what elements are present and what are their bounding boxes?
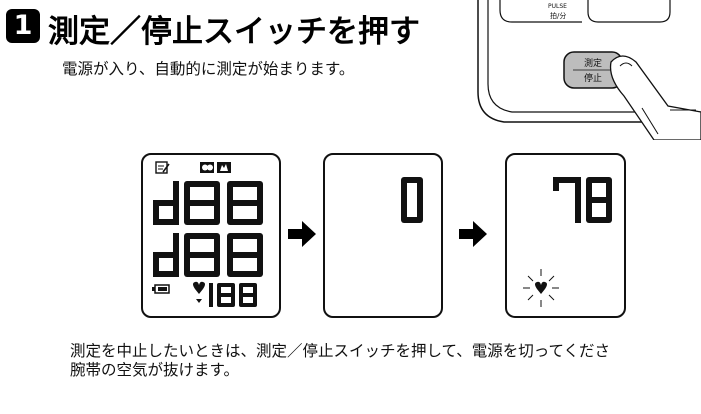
systolic-segments bbox=[153, 181, 263, 225]
lcd-panel-all-segments bbox=[141, 153, 281, 318]
blinking-heart-icon bbox=[523, 269, 559, 307]
device-body-outline bbox=[477, 0, 701, 123]
cancel-note-line2: 腕帯の空気が抜けます。 bbox=[70, 361, 239, 379]
pulse-segments bbox=[209, 283, 257, 307]
lcd-panel-measuring bbox=[505, 153, 626, 318]
body-movement-icon bbox=[217, 162, 231, 173]
device-display-window-right bbox=[587, 0, 671, 23]
step-number-badge: 1 bbox=[6, 9, 40, 43]
battery-icon bbox=[152, 284, 170, 294]
arrow-right-icon bbox=[288, 221, 316, 247]
lcd-measuring-graphic bbox=[523, 177, 612, 307]
hand-icon bbox=[609, 55, 701, 140]
cuff-wrap-icon bbox=[200, 162, 214, 173]
zero-digit bbox=[401, 177, 423, 223]
digit-eight bbox=[586, 177, 612, 223]
diastolic-segments bbox=[153, 233, 263, 277]
digit-seven bbox=[553, 177, 581, 223]
step-title: 測定／停止スイッチを押す bbox=[48, 14, 420, 50]
lcd-segments-graphic bbox=[152, 161, 263, 307]
device-small-label: PULSE bbox=[548, 3, 567, 10]
step-subtitle: 電源が入り、自動的に測定が始まります。 bbox=[62, 60, 355, 78]
lcd-zero-graphic bbox=[401, 177, 423, 223]
lcd-panel-zero bbox=[323, 153, 443, 318]
cancel-note-line1: 測定を中止したいときは、測定／停止スイッチを押して、電源を切ってくださ bbox=[70, 342, 611, 360]
device-inner-outline bbox=[487, 0, 701, 113]
device-illustration: PULSE 拍/分 測定 停止 bbox=[477, 0, 701, 140]
device-display-window bbox=[499, 0, 582, 23]
heart-icon bbox=[193, 281, 205, 303]
arrow-right-icon bbox=[459, 221, 487, 247]
memo-icon bbox=[155, 161, 170, 174]
button-label-top: 測定 bbox=[584, 57, 602, 69]
cancel-note: 測定を中止したいときは、測定／停止スイッチを押して、電源を切ってくださ 腕帯の空… bbox=[70, 342, 610, 380]
device-unit-label: 拍/分 bbox=[550, 11, 566, 20]
button-label-bottom: 停止 bbox=[584, 72, 602, 84]
